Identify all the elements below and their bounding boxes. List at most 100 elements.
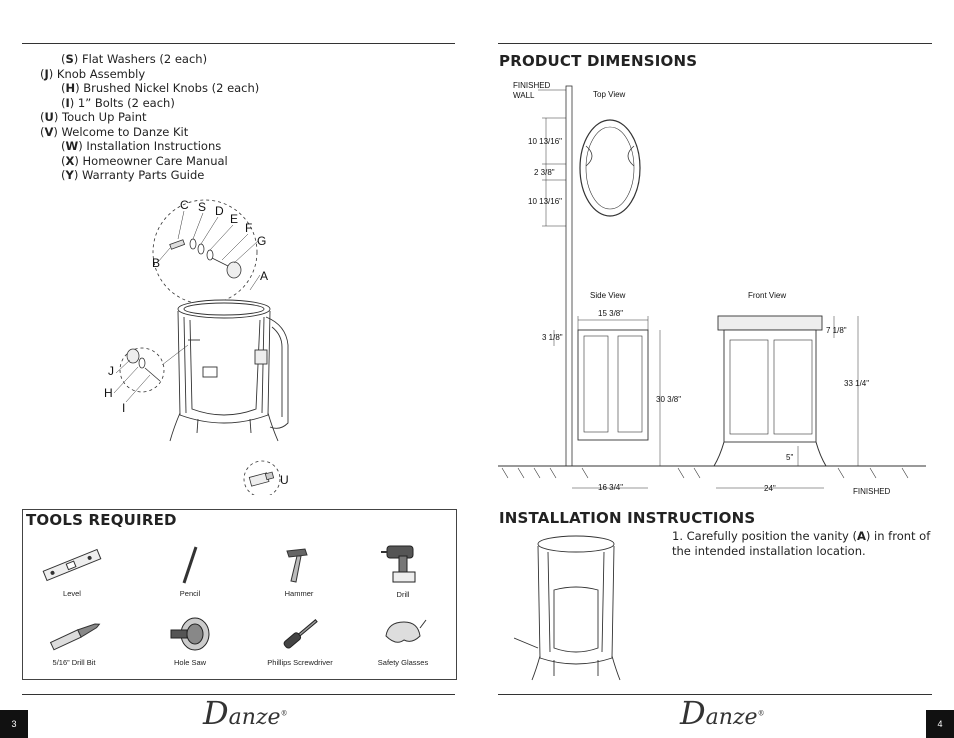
step1-pre: 1. Carefully position the vanity ( <box>672 529 857 543</box>
front-view-label: Front View <box>748 291 786 300</box>
installation-illustration <box>514 535 621 681</box>
dim-front-top: 7 1/8" <box>826 326 847 335</box>
top-rule-left <box>22 43 455 44</box>
tool-drill-bit: 5/16” Drill Bit <box>34 618 114 667</box>
parts-list-item: (X) Homeowner Care Manual <box>61 153 228 168</box>
tool-hole-saw: Hole Saw <box>150 614 230 667</box>
tool-label-drill-bit: 5/16” Drill Bit <box>52 658 96 667</box>
part-description: 1” Bolts (2 each) <box>74 95 175 110</box>
tool-label-hammer: Hammer <box>284 589 314 598</box>
bottom-rule-left <box>22 694 455 695</box>
label-u: U <box>280 473 289 487</box>
product-dimensions-heading: PRODUCT DIMENSIONS <box>499 52 698 70</box>
label-j: J <box>108 364 114 378</box>
dim-front-width: 24" <box>764 484 776 493</box>
parts-list-item: (W) Installation Instructions <box>61 139 222 153</box>
part-letter: U <box>44 110 54 124</box>
installation-heading: INSTALLATION INSTRUCTIONS <box>499 509 756 527</box>
step1-letter: A <box>856 529 866 543</box>
label-f: F <box>245 221 252 235</box>
logo-first-letter: D <box>203 694 229 732</box>
part-letter: X <box>65 153 75 168</box>
part-description: Flat Washers (2 each) <box>78 52 208 66</box>
label-a: A <box>260 269 268 283</box>
part-description: Homeowner Care Manual <box>78 153 228 168</box>
level-icon <box>42 548 102 582</box>
part-description: Knob Assembly <box>53 66 146 81</box>
parts-list: (S) Flat Washers (2 each)(J) Knob Assemb… <box>40 52 259 183</box>
dim-side-width: 15 3/8" <box>598 309 623 318</box>
tool-label-safety-glasses: Safety Glasses <box>377 658 429 667</box>
part-letter: I <box>65 95 70 110</box>
part-letter: V <box>44 124 54 139</box>
tool-drill: Drill <box>363 542 443 599</box>
parts-list-item: (J) Knob Assembly <box>40 66 146 81</box>
tool-screwdriver: Phillips Screwdriver <box>260 614 340 667</box>
tool-safety-glasses: Safety Glasses <box>363 614 443 667</box>
part-letter: H <box>65 81 76 95</box>
part-description: Welcome to Danze Kit <box>57 124 189 139</box>
tool-label-pencil: Pencil <box>179 589 201 598</box>
dim-front-leg: 5" <box>786 453 793 462</box>
safety-glasses-icon <box>385 619 427 643</box>
dim-side-depth: 16 3/4" <box>598 483 623 492</box>
tool-hammer: Hammer <box>259 545 339 598</box>
dim-top-2: 2 3/8" <box>534 168 555 177</box>
top-view-label: Top View <box>593 90 626 99</box>
label-d: D <box>215 204 224 218</box>
dim-front-height: 33 1/4" <box>844 379 869 388</box>
tool-level: Level <box>32 545 112 598</box>
parts-list-item: (S) Flat Washers (2 each) <box>61 52 208 66</box>
hammer-icon <box>286 548 308 583</box>
tools-required-heading: TOOLS REQUIRED <box>26 511 177 529</box>
finished-wall-line1: FINISHED <box>513 81 551 90</box>
finished-wall-line2: WALL <box>513 91 535 100</box>
label-b: B <box>152 256 160 270</box>
label-h: H <box>104 386 113 400</box>
part-description: Touch Up Paint <box>58 110 147 124</box>
label-g: G <box>257 234 266 248</box>
step1-post: ) in front of the intended installation … <box>672 529 931 558</box>
drill-icon <box>381 545 416 583</box>
tool-label-level: Level <box>63 589 81 598</box>
label-s: S <box>198 200 206 214</box>
logo-mark: ® <box>757 709 765 718</box>
dim-top-1: 10 13/16" <box>528 137 562 146</box>
parts-list-item: (U) Touch Up Paint <box>40 110 147 124</box>
screwdriver-icon <box>283 619 318 649</box>
part-description: Warranty Parts Guide <box>78 168 205 182</box>
parts-list-item: (H) Brushed Nickel Knobs (2 each) <box>61 81 260 95</box>
logo-mark: ® <box>280 709 288 718</box>
label-i: I <box>122 401 125 415</box>
installation-step-1: 1. Carefully position the vanity (A) in … <box>672 529 942 559</box>
part-description: Installation Instructions <box>82 139 222 153</box>
page-number-left: 3 <box>0 710 28 738</box>
logo-rest: anze <box>705 705 758 730</box>
label-e: E <box>230 212 238 226</box>
page-number-right: 4 <box>926 710 954 738</box>
danze-logo-left: Danze® <box>203 694 288 732</box>
top-rule-right <box>498 43 932 44</box>
parts-list-item: (V) Welcome to Danze Kit <box>40 124 189 139</box>
dim-top-3: 10 13/16" <box>528 197 562 206</box>
drill-bit-icon <box>49 623 101 651</box>
hole-saw-icon <box>170 617 210 651</box>
parts-list-item: (Y) Warranty Parts Guide <box>61 168 205 182</box>
tool-label-screwdriver: Phillips Screwdriver <box>267 658 333 667</box>
dim-side-top: 3 1/8" <box>542 333 563 342</box>
danze-logo-right: Danze® <box>680 694 765 732</box>
side-view-label: Side View <box>590 291 626 300</box>
product-dimensions-diagram: FINISHED WALL Top View 10 13/16" 2 3/8" … <box>498 81 926 496</box>
part-letter: S <box>65 52 74 66</box>
logo-rest: anze <box>228 705 281 730</box>
part-letter: J <box>44 66 49 81</box>
logo-first-letter: D <box>680 694 706 732</box>
tools-required-box <box>22 509 457 680</box>
tool-pencil: Pencil <box>150 545 230 598</box>
part-description: Brushed Nickel Knobs (2 each) <box>79 81 260 95</box>
part-letter: Y <box>65 168 74 182</box>
tool-label-drill: Drill <box>396 590 410 599</box>
bottom-rule-right <box>498 694 932 695</box>
finished-floor-line1: FINISHED <box>853 487 891 496</box>
exploded-assembly-diagram: C S D E F G B A <box>104 198 289 495</box>
